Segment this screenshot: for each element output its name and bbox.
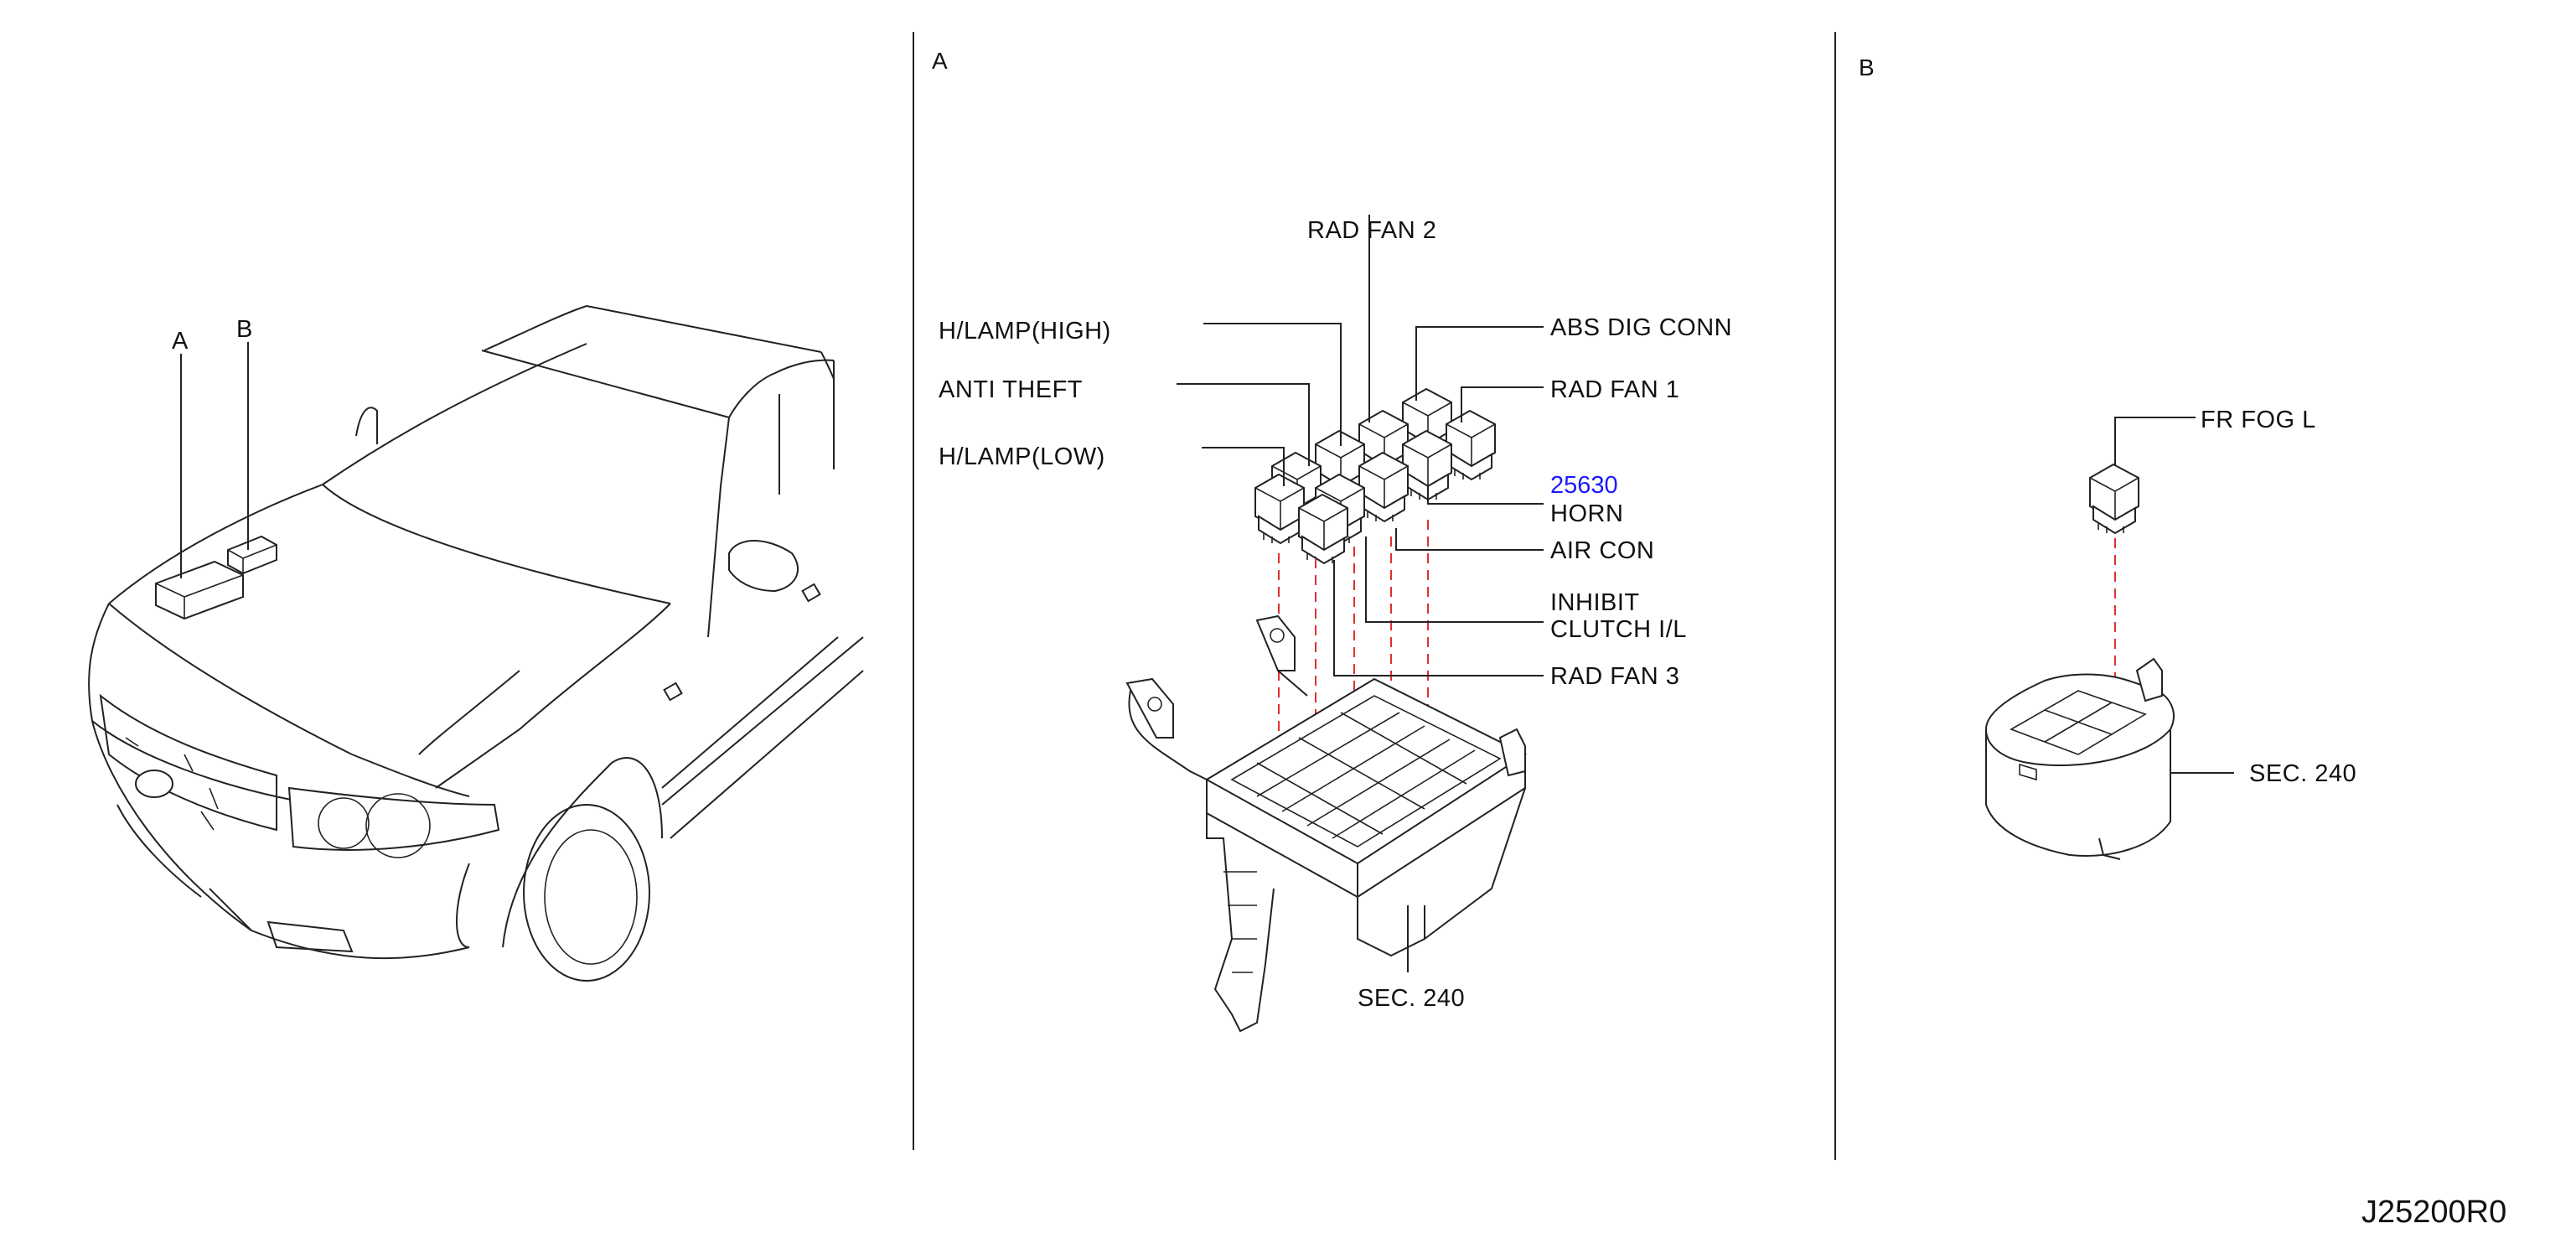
label-anti-theft: ANTI THEFT — [939, 376, 1083, 403]
relay-bank-a — [1254, 388, 1496, 564]
car-callout-a: A — [172, 328, 189, 355]
relay-fr-fog — [2089, 464, 2139, 534]
car-callout-b: B — [236, 316, 253, 343]
car-box-a — [155, 560, 244, 620]
label-fr-fog-l: FR FOG L — [2201, 407, 2316, 433]
section-a-title: A — [932, 48, 948, 74]
label-air-con: AIR CON — [1550, 537, 1654, 564]
label-sec-240-a: SEC. 240 — [1358, 985, 1465, 1012]
relay-socket-b — [1984, 657, 2175, 860]
label-clutch-il: CLUTCH I/L — [1550, 616, 1687, 643]
part-number-25630: 25630 — [1550, 472, 1618, 499]
label-rad-fan-3: RAD FAN 3 — [1550, 663, 1679, 690]
relay-block-a — [1125, 614, 1528, 1033]
label-horn: HORN — [1550, 500, 1623, 527]
drawing-reference: J25200R0 — [2361, 1195, 2506, 1230]
label-inhibit: INHIBIT — [1550, 589, 1640, 616]
label-h-lamp-low: H/LAMP(LOW) — [939, 443, 1105, 470]
section-b-title: B — [1859, 54, 1875, 80]
leaders-a — [1177, 215, 1544, 972]
label-rad-fan-2: RAD FAN 2 — [1307, 217, 1436, 244]
label-sec-240-b: SEC. 240 — [2249, 760, 2356, 787]
car-illustration — [88, 305, 864, 982]
label-abs-dig-conn: ABS DIG CONN — [1550, 314, 1732, 341]
label-rad-fan-1: RAD FAN 1 — [1550, 376, 1679, 403]
label-h-lamp-high: H/LAMP(HIGH) — [939, 318, 1111, 345]
